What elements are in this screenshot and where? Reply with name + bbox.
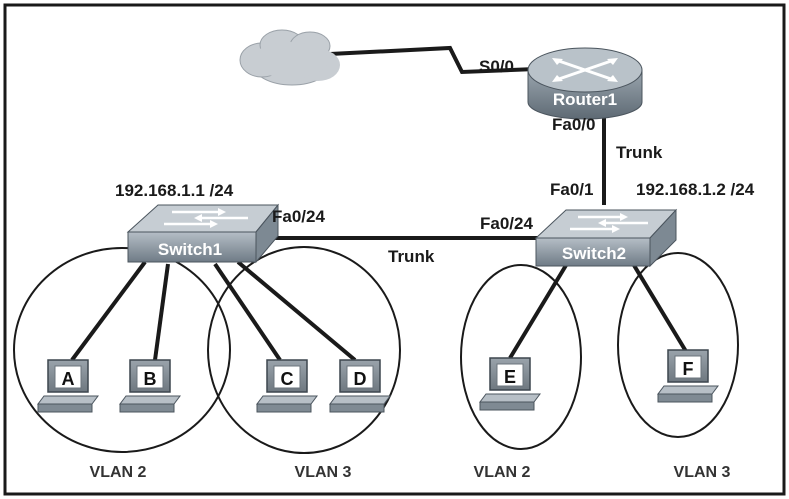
vlan-label-3: VLAN 2	[474, 464, 531, 481]
vlan-label-1: VLAN 2	[90, 464, 147, 481]
host-f-pc-icon: F	[657, 349, 719, 403]
cloud-icon	[239, 29, 340, 86]
host-c-label: C	[281, 369, 294, 389]
link-switch1-host-d	[236, 260, 357, 362]
vlan-label-2: VLAN 3	[295, 464, 352, 481]
switch1-name: Switch1	[158, 240, 222, 259]
serial-link	[309, 45, 561, 75]
router-name: Router1	[553, 90, 617, 109]
host-a-pc-icon: A	[37, 359, 99, 413]
switch1-uplink-port: Fa0/24	[272, 207, 325, 226]
router-switch2-trunk-label: Trunk	[616, 143, 663, 162]
link-switch1-host-a	[70, 260, 147, 362]
switch2-router-port: Fa0/1	[550, 180, 593, 199]
link-switch1-host-c	[213, 262, 282, 362]
router-icon	[527, 47, 643, 120]
vlan-groups	[13, 246, 739, 454]
switch1-ip: 192.168.1.1 /24	[115, 181, 234, 200]
hosts: A B C D E F	[37, 349, 719, 413]
vlan-ellipse-4	[617, 252, 739, 438]
link-switch2-host-e	[508, 260, 570, 360]
host-e-pc-icon: E	[479, 357, 541, 411]
router-serial-port: S0/0	[479, 57, 514, 76]
host-e-label: E	[504, 367, 516, 387]
link-switch1-host-b	[153, 263, 170, 361]
host-d-label: D	[354, 369, 367, 389]
switch2-uplink-port: Fa0/24	[480, 214, 533, 233]
switch1-icon	[126, 203, 280, 264]
host-c-pc-icon: C	[256, 359, 318, 413]
links	[70, 45, 692, 362]
host-f-label: F	[683, 359, 694, 379]
host-a-label: A	[62, 369, 75, 389]
vlan-ellipse-2	[207, 246, 401, 454]
link-switch2-host-f	[630, 260, 692, 360]
host-d-pc-icon: D	[329, 359, 391, 413]
router-fa-port: Fa0/0	[552, 115, 595, 134]
vlan-ellipse-1	[13, 247, 231, 453]
switch2-name: Switch2	[562, 244, 626, 263]
host-b-pc-icon: B	[119, 359, 181, 413]
switch-trunk-label: Trunk	[388, 247, 435, 266]
switch2-icon	[534, 208, 678, 268]
vlan-label-4: VLAN 3	[674, 464, 731, 481]
host-b-label: B	[144, 369, 157, 389]
vlan-ellipse-3	[460, 264, 582, 450]
switch2-ip: 192.168.1.2 /24	[636, 180, 755, 199]
